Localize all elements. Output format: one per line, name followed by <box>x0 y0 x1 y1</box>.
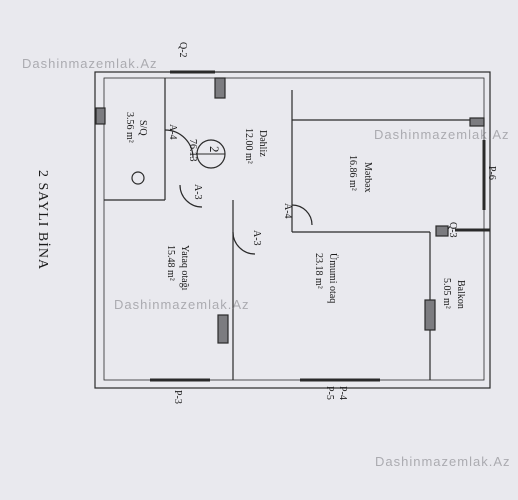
watermark-center: Dashinmazemlak.Az <box>114 297 250 312</box>
watermark-right: Dashinmazemlak.Az <box>374 127 510 142</box>
marker-p6: P-6 <box>486 166 497 180</box>
toilet-symbol <box>131 171 145 185</box>
room-kitchen-name: Mətbəx <box>362 162 373 193</box>
marker-q3: Q-3 <box>447 222 458 238</box>
marker-a4-top: A-4 <box>167 124 178 140</box>
room-bedroom-name: Yataq otağı <box>179 245 190 291</box>
marker-a4-mid: A-4 <box>282 203 293 219</box>
room-sq-area: 3.56 m² <box>124 112 135 143</box>
room-sq-name: S/Q <box>137 120 148 136</box>
wall-block-2 <box>214 77 226 99</box>
room-kitchen-area: 16.86 m² <box>347 155 358 191</box>
room-hall-area: 12.00 m² <box>243 128 254 164</box>
wall-block-5 <box>469 117 485 127</box>
marker-a3-top: A-3 <box>192 184 203 200</box>
room-balcony-area: 5.05 m² <box>441 278 452 309</box>
marker-p5: P-5 <box>324 386 335 400</box>
room-balcony-name: Balkon <box>455 280 466 309</box>
wall-block-3 <box>217 314 229 344</box>
door-arc-1 <box>164 129 194 159</box>
room-hall-name: Dəhliz <box>257 130 268 157</box>
building-label: 2 SAYLI BİNA <box>35 170 50 271</box>
marker-p4: P-4 <box>337 386 348 400</box>
apartment-number: 2 <box>207 146 222 153</box>
room-living-name: Ümumi otaq <box>327 253 338 304</box>
wall-block-6 <box>435 225 449 237</box>
marker-q2: Q-2 <box>177 42 188 58</box>
wall-block-4 <box>424 299 436 331</box>
watermark-bottom: Dashinmazemlak.Az <box>375 454 511 469</box>
door-arc-3 <box>291 204 313 226</box>
room-bedroom-area: 15.48 m² <box>165 245 176 281</box>
watermark-top: Dashinmazemlak.Az <box>22 56 158 71</box>
apartment-area: 76.13 <box>187 139 198 162</box>
room-living-area: 23.18 m² <box>313 253 324 289</box>
marker-a3-mid: A-3 <box>251 230 262 246</box>
marker-p3: P-3 <box>172 390 183 404</box>
door-arc-2 <box>179 184 203 208</box>
wall-block-1 <box>95 107 106 125</box>
door-arc-4 <box>232 231 256 255</box>
